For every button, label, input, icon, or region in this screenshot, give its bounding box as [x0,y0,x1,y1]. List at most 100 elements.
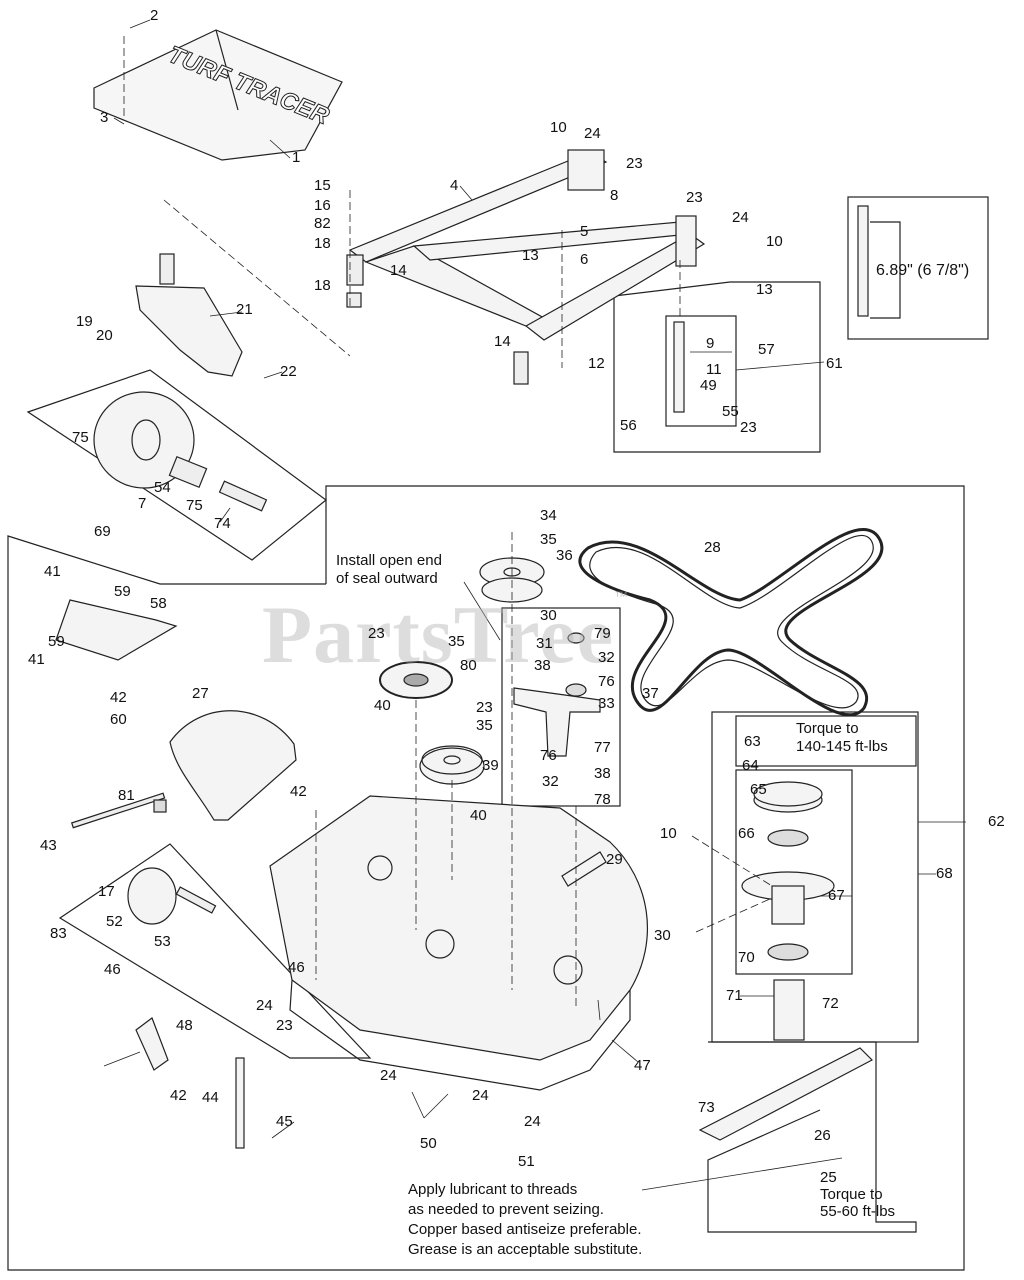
callout-18: 18 [314,235,331,252]
caster-pivot [159,253,175,285]
callout-13: 13 [522,247,539,264]
lubricant-line-3: Copper based antiseize preferable. [408,1221,642,1238]
callout-7: 7 [138,495,147,512]
callout-70: 70 [738,949,755,966]
roller-axle [175,886,217,914]
dimension-box [847,196,989,340]
callout-23: 23 [276,1017,293,1034]
callout-24: 24 [472,1087,489,1104]
frame-bracket-right [675,215,697,267]
partstree-watermark: PartsTree™ [262,588,630,680]
frame-post [513,351,529,385]
callout-38: 38 [534,657,551,674]
callout-10: 10 [660,825,677,842]
callout-4: 4 [450,177,459,194]
callout-37: 37 [642,685,659,702]
callout-54: 54 [154,479,171,496]
callout-67: 67 [828,887,845,904]
callout-29: 29 [606,851,623,868]
callout-46: 46 [288,959,305,976]
callout-76: 76 [598,673,615,690]
callout-21: 21 [236,301,253,318]
callout-1: 1 [292,149,301,166]
callout-82: 82 [314,215,331,232]
torque-lower-line-2: 55-60 ft-lbs [820,1203,896,1220]
frame-right [524,233,706,341]
spring-29 [561,851,607,887]
callout-39: 39 [482,757,499,774]
lubricant-note: Apply lubricant to threads as needed to … [408,1180,642,1260]
callout-20: 20 [96,327,113,344]
group-box-83 [58,843,372,1059]
callout-24: 24 [584,125,601,142]
callout-23: 23 [476,699,493,716]
callout-75: 75 [186,497,203,514]
callout-23: 23 [626,155,643,172]
callout-35: 35 [540,531,557,548]
callout-42: 42 [290,783,307,800]
callout-28: 28 [704,539,721,556]
callout-80: 80 [460,657,477,674]
spacer-tube [346,254,364,286]
callout-33: 33 [598,695,615,712]
callout-71: 71 [726,987,743,1004]
discharge-chute [169,710,297,821]
callout-18: 18 [314,277,331,294]
baffle-plate [55,599,178,661]
callout-41: 41 [44,563,61,580]
callout-48: 48 [176,1017,193,1034]
seal-note-line-1: Install open end [336,552,442,569]
callout-14: 14 [494,333,511,350]
callout-35: 35 [448,633,465,650]
callout-43: 43 [40,837,57,854]
callout-24: 24 [256,997,273,1014]
callout-66: 66 [738,825,755,842]
callout-26: 26 [814,1127,831,1144]
callout-50: 50 [420,1135,437,1152]
callout-72: 72 [822,995,839,1012]
callout-65: 65 [750,781,767,798]
dimension-label: 6.89" (6 7/8") [876,262,970,279]
callout-10: 10 [766,233,783,250]
callout-6: 6 [580,251,589,268]
callout-64: 64 [742,757,759,774]
lubricant-line-1: Apply lubricant to threads [408,1181,578,1198]
drive-belt [578,528,884,717]
group-box-67 [735,769,853,975]
callout-36: 36 [556,547,573,564]
group-box-61 [613,281,821,453]
lubricant-line-4: Grease is an acceptable substitute. [408,1241,643,1258]
torque-lower-line-1: Torque to [820,1186,883,1203]
callout-34: 34 [540,507,557,524]
bearing-top [767,829,809,847]
callout-75: 75 [72,429,89,446]
callout-60: 60 [110,711,127,728]
callout-52: 52 [106,913,123,930]
callout-83: 83 [50,925,67,942]
group-box-torque [735,715,917,767]
callout-42: 42 [110,689,127,706]
group-box-57 [665,315,737,427]
callout-62: 62 [988,813,1005,830]
callout-32: 32 [598,649,615,666]
callout-27: 27 [192,685,209,702]
mower-blade [698,1047,874,1141]
callout-32: 32 [542,773,559,790]
deflector-spring [153,799,167,813]
callout-47: 47 [634,1057,651,1074]
dimension-pin [857,205,869,317]
deflector-rod [70,792,166,829]
callout-73: 73 [698,1099,715,1116]
callout-31: 31 [536,635,553,652]
callout-38: 38 [594,765,611,782]
callout-24: 24 [524,1113,541,1130]
callout-16: 16 [314,197,331,214]
callout-76: 76 [540,747,557,764]
seal-note-line-2: of seal outward [336,570,438,587]
callout-22: 22 [280,363,297,380]
idler-arm [513,687,601,757]
callout-30: 30 [540,607,557,624]
callout-68: 68 [936,865,953,882]
callout-17: 17 [98,883,115,900]
